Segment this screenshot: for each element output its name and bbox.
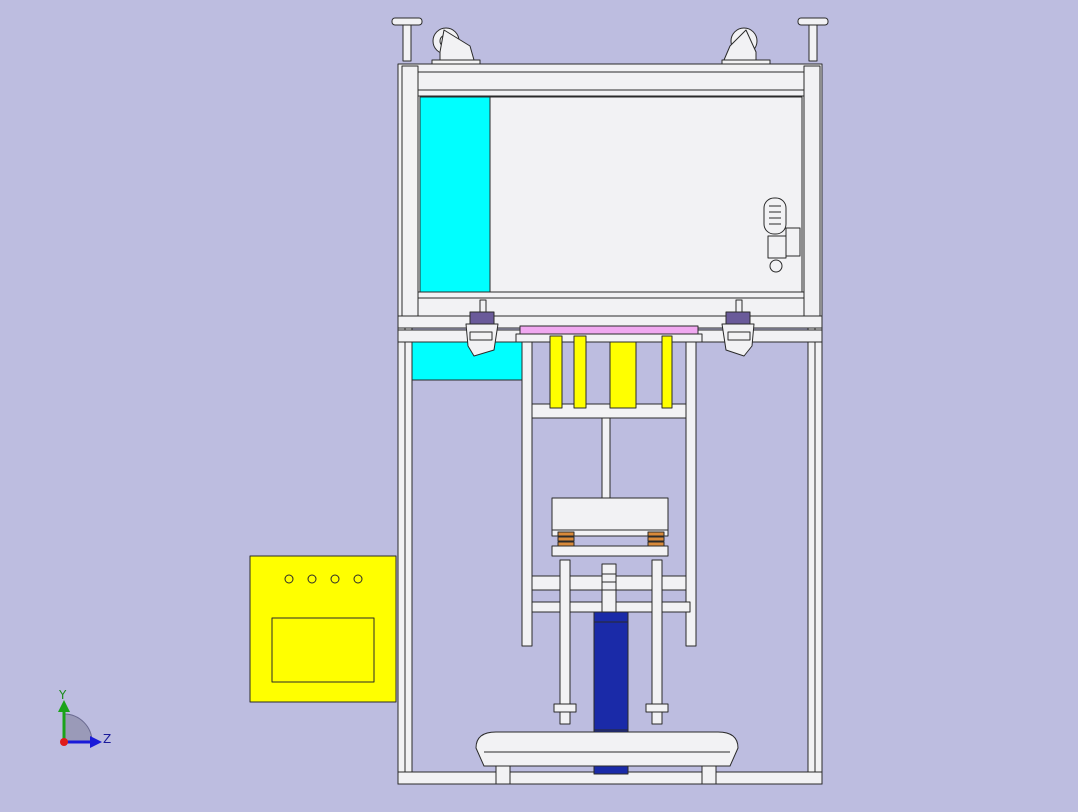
right-clamp xyxy=(721,299,755,357)
upper-cyan-panel xyxy=(419,96,491,293)
center-guide-rod xyxy=(601,417,611,501)
electrical-control-box xyxy=(249,555,397,703)
top-left-caster xyxy=(431,27,481,67)
top-right-caster xyxy=(721,27,771,67)
left-spring xyxy=(557,531,575,547)
press-frame-right xyxy=(685,341,697,647)
lower-cyan-panel xyxy=(411,341,523,381)
cabinet-door xyxy=(489,96,803,293)
indicator-light xyxy=(353,574,363,584)
press-frame-left xyxy=(521,341,533,647)
indicator-light xyxy=(307,574,317,584)
yellow-block-2 xyxy=(573,335,587,409)
x-axis-dot xyxy=(60,738,68,746)
top-left-leveling-foot xyxy=(391,17,423,62)
left-guide-rod xyxy=(559,559,571,725)
yellow-block-3 xyxy=(609,341,637,409)
y-axis-label: Y xyxy=(59,688,67,702)
yellow-block-4 xyxy=(661,335,673,409)
left-clamp xyxy=(465,299,499,357)
upper-right-post xyxy=(803,65,821,327)
y-axis-arrowhead xyxy=(58,700,70,712)
indicator-light xyxy=(284,574,294,584)
z-axis-label: Z xyxy=(103,732,112,746)
axis-triad[interactable] xyxy=(58,700,102,748)
yellow-block-1 xyxy=(549,335,563,409)
z-axis-arrowhead xyxy=(90,736,102,748)
indicator-lights xyxy=(284,574,363,584)
base-tray xyxy=(475,731,739,767)
machine-model xyxy=(249,17,829,785)
pink-plate xyxy=(519,325,699,335)
door-latch xyxy=(763,197,801,273)
right-spring xyxy=(647,531,665,547)
right-guide-rod xyxy=(651,559,663,725)
top-right-leveling-foot xyxy=(797,17,829,62)
press-head-block xyxy=(551,497,669,531)
upper-left-post xyxy=(401,65,419,327)
indicator-light xyxy=(330,574,340,584)
triad-rotation-wedge xyxy=(63,713,93,743)
